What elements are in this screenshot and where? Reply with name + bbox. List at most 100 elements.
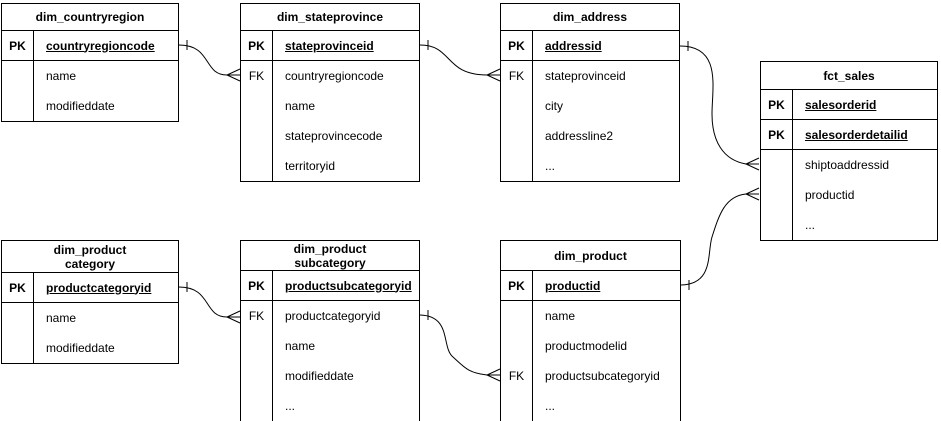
field-row-name[interactable]: name (501, 301, 680, 331)
field-name: name (285, 339, 316, 353)
field-row-modifieddate[interactable]: modifieddate (2, 333, 178, 363)
key-badge-empty (501, 391, 533, 421)
field-row-shiptoaddressid[interactable]: shiptoaddressid (761, 150, 937, 180)
fk-badge: FK (241, 301, 273, 331)
field-row-name[interactable]: name (2, 61, 178, 91)
pk-badge: PK (501, 271, 533, 300)
key-badge-empty (501, 91, 533, 121)
key-badge-empty (2, 61, 34, 91)
field-row-city[interactable]: city (501, 91, 679, 121)
field-name: productcategoryid (285, 309, 381, 323)
field-name: name (46, 69, 77, 83)
relationship-address-fctsales[interactable] (679, 41, 760, 171)
field-name: shiptoaddressid (805, 158, 890, 172)
entity-title-line: dim_product (293, 241, 367, 256)
field-name: productmodelid (545, 339, 628, 353)
field-row-productcategoryid[interactable]: FK productcategoryid (241, 301, 419, 331)
crow-foot-many-icon (225, 68, 241, 82)
key-badge-empty (501, 121, 533, 151)
field-name: modifieddate (46, 99, 115, 113)
key-badge-empty (2, 333, 34, 363)
relationship-line[interactable] (679, 45, 747, 165)
field-name: productsubcategoryid (545, 369, 660, 383)
key-badge-empty (501, 301, 533, 331)
key-badge-empty (241, 331, 273, 361)
field-name: name (545, 309, 576, 323)
field-row-ellipsis[interactable]: ... (501, 151, 679, 181)
relationship-line[interactable] (419, 44, 488, 76)
field-name: stateprovinceid (545, 69, 626, 83)
relationship-line[interactable] (419, 314, 488, 376)
field-row-name[interactable]: name (241, 331, 419, 361)
pk-badge: PK (241, 271, 273, 300)
relationship-line[interactable] (178, 44, 228, 76)
key-badge-empty (2, 303, 34, 333)
pk-badge: PK (241, 31, 273, 60)
field-row-ellipsis[interactable]: ... (241, 391, 419, 421)
field-name: territoryid (285, 159, 336, 173)
relationship-stateprovince-address[interactable] (419, 40, 501, 82)
field-row-name[interactable]: name (241, 91, 419, 121)
field-name: ... (545, 399, 556, 413)
entity-title-line: dim_stateprovince (276, 10, 384, 24)
field-row-territoryid[interactable]: territoryid (241, 151, 419, 181)
key-badge-empty (761, 180, 793, 210)
relationship-product-fctsales[interactable] (680, 187, 760, 290)
field-name: countryregioncode (46, 38, 155, 53)
field-name: city (545, 99, 563, 113)
field-row-countryregioncode[interactable]: FK countryregioncode (241, 61, 419, 91)
pk-badge: PK (2, 273, 34, 302)
field-row-productid[interactable]: PK productid (501, 271, 680, 301)
field-row-modifieddate[interactable]: modifieddate (241, 361, 419, 391)
field-name: productid (545, 278, 601, 293)
crow-foot-many-icon (485, 68, 501, 82)
field-row-ellipsis[interactable]: ... (501, 391, 680, 421)
field-row-addressline2[interactable]: addressline2 (501, 121, 679, 151)
field-name: modifieddate (285, 369, 354, 383)
relationship-line[interactable] (680, 193, 747, 286)
pk-badge: PK (761, 90, 793, 119)
field-row-productid[interactable]: productid (761, 180, 937, 210)
entity-title: dim_countryregion (2, 4, 178, 31)
field-name: ... (805, 218, 816, 232)
entity-title-line: dim_address (552, 10, 628, 24)
fk-badge: FK (241, 61, 273, 91)
relationship-line[interactable] (178, 286, 228, 318)
entity-title: dim_product (501, 241, 680, 271)
key-badge-empty (241, 391, 273, 421)
field-row-stateprovincecode[interactable]: stateprovincecode (241, 121, 419, 151)
field-row-productmodelid[interactable]: productmodelid (501, 331, 680, 361)
entity-title-line: fct_sales (823, 68, 875, 83)
entity-title-line: dim_product (53, 242, 127, 257)
field-row-name[interactable]: name (2, 303, 178, 333)
field-name: ... (285, 399, 296, 413)
relationship-countryregion-stateprovince[interactable] (178, 40, 241, 82)
field-row-ellipsis[interactable]: ... (761, 210, 937, 240)
relationship-productsubcategory-product[interactable] (419, 310, 501, 382)
entity-title-line: dim_product (554, 248, 627, 263)
field-name: countryregioncode (285, 69, 384, 83)
entity-title-line: dim_countryregion (35, 10, 145, 24)
field-name: addressid (545, 38, 602, 53)
field-name: modifieddate (46, 341, 115, 355)
field-row-modifieddate[interactable]: modifieddate (2, 91, 178, 121)
relationship-productcategory-productsubcategory[interactable] (178, 282, 241, 324)
